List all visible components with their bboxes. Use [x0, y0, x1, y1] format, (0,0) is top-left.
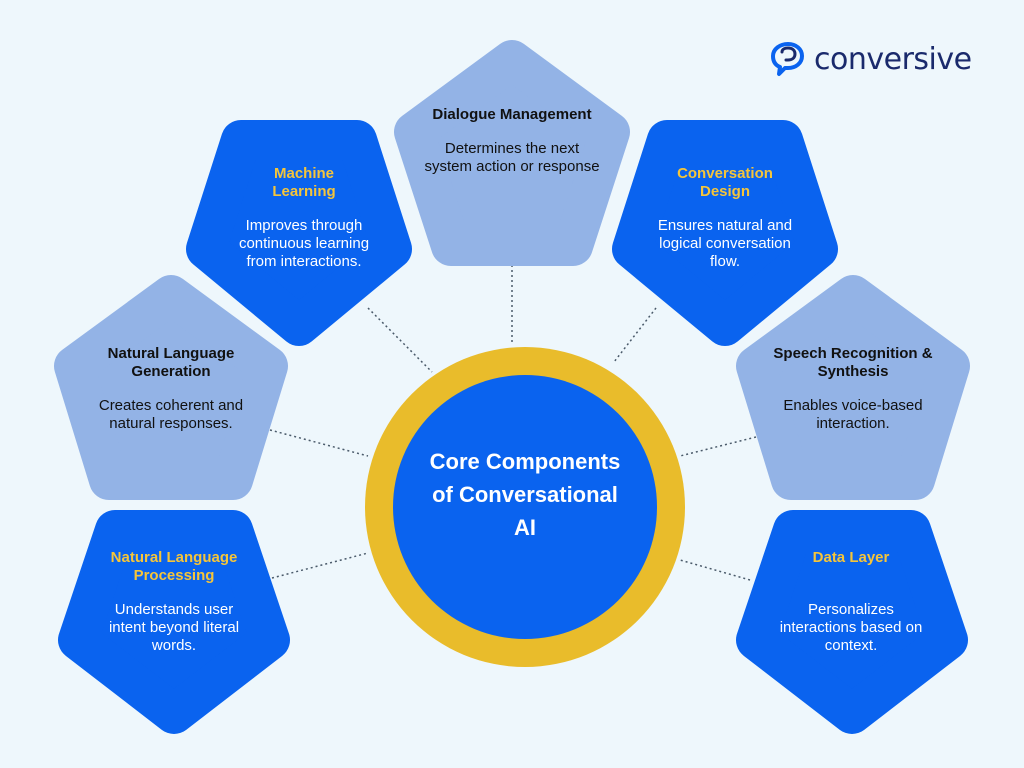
- connector-data-layer: [679, 559, 751, 581]
- node-natural-language-processing: Natural Language Processing Understands …: [84, 549, 264, 655]
- pentagon-data-layer: [736, 510, 968, 734]
- connector-natural-language-generation: [269, 429, 369, 457]
- connector-speech-recognition-synthesis: [679, 436, 757, 457]
- node-dialogue-management: Dialogue Management Determines the next …: [422, 106, 602, 176]
- node-title: Conversation Design: [677, 165, 773, 200]
- pentagon-natural-language-processing: [58, 510, 290, 734]
- center-circle: [393, 375, 657, 639]
- node-description: Personalizes interactions based on conte…: [779, 601, 923, 654]
- node-title: Natural Language Generation: [107, 345, 235, 380]
- node-description: Creates coherent and natural responses.: [98, 397, 244, 432]
- logo-text: conversive: [814, 41, 972, 77]
- pentagon-speech-recognition-synthesis: [736, 275, 970, 500]
- conversive-logo: conversive: [768, 38, 972, 80]
- node-description: Determines the next system action or res…: [424, 140, 600, 175]
- pentagon-natural-language-generation: [54, 275, 288, 500]
- node-conversation-design: Conversation Design Ensures natural and …: [635, 165, 815, 271]
- pentagon-conversation-design: [612, 120, 838, 346]
- node-description: Ensures natural and logical conversation…: [657, 217, 793, 270]
- node-title: Natural Language Processing: [110, 549, 238, 584]
- node-title: Data Layer: [812, 549, 890, 566]
- node-description: Improves through continuous learning fro…: [238, 217, 370, 270]
- node-data-layer: Data Layer Personalizes interactions bas…: [761, 549, 941, 655]
- node-title: Dialogue Management: [432, 106, 592, 123]
- connector-conversation-design: [613, 307, 657, 363]
- node-natural-language-generation: Natural Language Generation Creates cohe…: [81, 345, 261, 433]
- node-title: Machine Learning: [272, 165, 336, 200]
- connector-machine-learning: [367, 307, 433, 373]
- pentagon-machine-learning: [186, 120, 412, 346]
- node-description: Understands user intent beyond literal w…: [108, 601, 240, 654]
- connector-natural-language-processing: [271, 552, 369, 579]
- node-machine-learning: Machine Learning Improves through contin…: [214, 165, 394, 271]
- center-title: Core Components of Conversational AI: [429, 449, 621, 540]
- chat-bubbles-icon: [771, 42, 804, 76]
- pentagon-dialogue-management: [394, 40, 630, 266]
- node-title: Speech Recognition & Synthesis: [773, 345, 933, 380]
- node-speech-recognition-synthesis: Speech Recognition & Synthesis Enables v…: [763, 345, 943, 433]
- node-description: Enables voice-based interaction.: [783, 397, 923, 432]
